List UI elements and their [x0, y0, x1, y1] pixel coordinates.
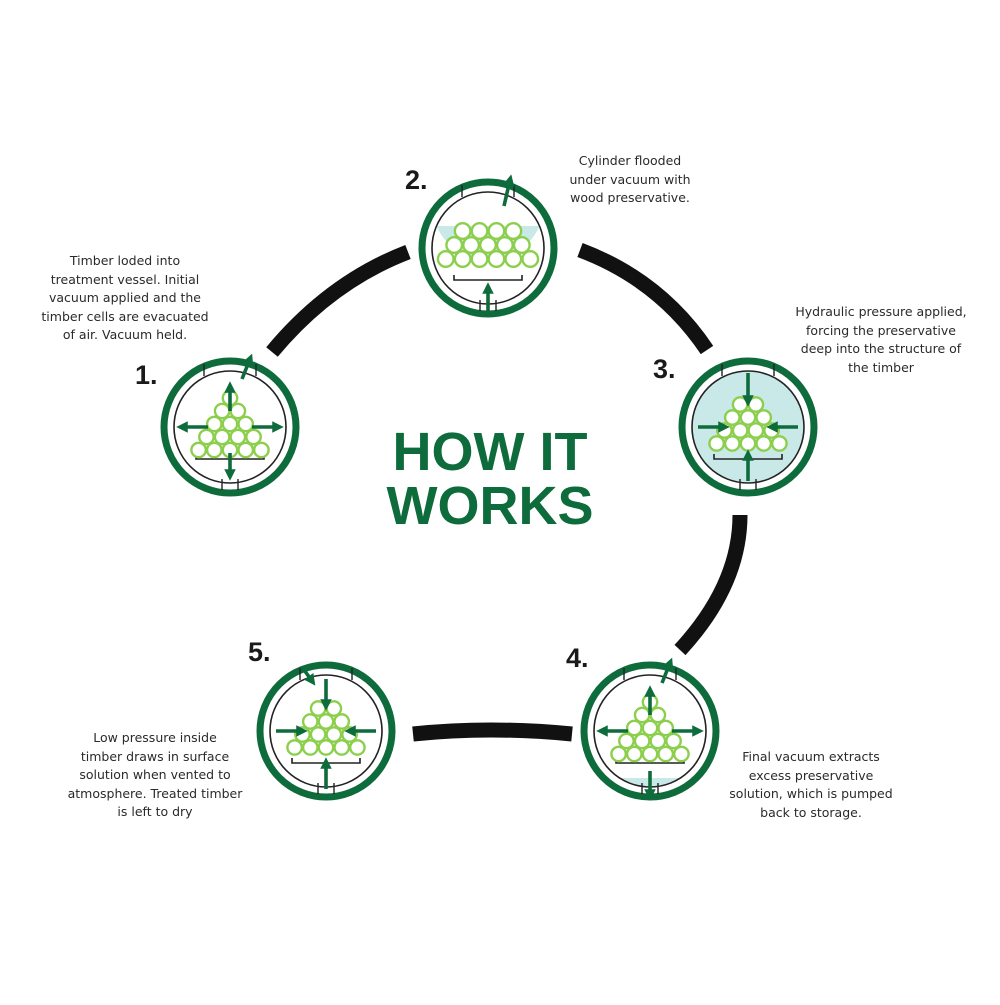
- step-1-description: Timber loded into treatment vessel. Init…: [41, 253, 209, 342]
- timber-trolley: [453, 275, 523, 281]
- timber-log-icon: [739, 435, 757, 452]
- step-4-description: Final vacuum extracts excess preservativ…: [729, 749, 893, 820]
- connector-3-to-4: [674, 514, 748, 656]
- vessel-ring: [256, 661, 396, 801]
- timber-log-icon: [487, 250, 506, 269]
- timber-log-icon: [479, 235, 498, 254]
- timber-log-icon: [504, 250, 523, 269]
- step-3-description: Hydraulic pressure applied, forcing the …: [795, 304, 967, 375]
- cycle-connectors: [266, 242, 748, 742]
- timber-log-icon: [301, 739, 319, 756]
- timber-log-icon: [333, 713, 351, 730]
- timber-log-icon: [708, 435, 725, 452]
- timber-log-icon: [771, 435, 788, 452]
- connector-1-to-2: [266, 245, 411, 357]
- timber-log-icon: [755, 409, 773, 426]
- timber-log-icon: [625, 745, 643, 763]
- timber-log-icon: [198, 428, 215, 446]
- flooded-cylinder-icon: [418, 174, 558, 318]
- timber-log-icon: [731, 422, 749, 439]
- timber-log-icon: [205, 441, 223, 459]
- timber-log-icon: [317, 739, 335, 756]
- timber-log-icon: [673, 745, 690, 763]
- timber-log-icon: [237, 441, 255, 459]
- timber-log-icon: [301, 713, 319, 730]
- arrow-icon: [240, 353, 254, 380]
- step-3-number: 3.: [653, 354, 676, 384]
- timber-log-icon: [495, 235, 514, 254]
- timber-log-icon: [755, 435, 773, 452]
- timber-log-icon: [453, 250, 472, 269]
- timber-log-icon: [221, 415, 239, 433]
- timber-log-icon: [252, 441, 270, 459]
- timber-log-icon: [237, 415, 255, 433]
- timber-log-icon: [213, 428, 231, 446]
- timber-log-icon: [205, 415, 223, 433]
- title-line-2: WORKS: [387, 476, 594, 536]
- timber-log-icon: [190, 441, 208, 459]
- timber-log-icon: [317, 713, 335, 730]
- timber-log-icon: [747, 396, 765, 413]
- connector-2-to-3: [577, 242, 714, 355]
- timber-log-icon: [436, 250, 455, 269]
- timber-log-icon: [657, 745, 675, 763]
- arrow-icon: [502, 174, 515, 207]
- step-2-description: Cylinder flooded under vacuum with wood …: [569, 153, 691, 205]
- timber-log-icon: [657, 719, 675, 737]
- timber-log-icon: [649, 706, 667, 724]
- step-4-number: 4.: [566, 643, 589, 673]
- timber-log-icon: [229, 428, 247, 446]
- timber-log-icon: [610, 745, 627, 763]
- timber-log-icon: [325, 700, 343, 717]
- arrow-icon: [660, 657, 674, 684]
- timber-log-icon: [641, 745, 659, 763]
- vessel-shell: [173, 370, 287, 484]
- timber-log-icon: [470, 250, 489, 269]
- timber-log-icon: [309, 726, 327, 743]
- timber-log-icon: [309, 700, 327, 717]
- step-2-number: 2.: [405, 165, 428, 195]
- timber-log-icon: [731, 396, 749, 413]
- vented-cylinder-icon: [256, 661, 396, 801]
- timber-log-icon: [504, 221, 523, 240]
- timber-log-icon: [462, 235, 481, 254]
- step-5-number: 5.: [248, 637, 271, 667]
- timber-log-icon: [286, 739, 303, 756]
- preservative-liquid: [692, 371, 804, 483]
- final-vacuum-cylinder-icon: [580, 657, 720, 801]
- timber-log-icon: [739, 409, 757, 426]
- timber-log-icon: [747, 422, 765, 439]
- timber-log-icon: [487, 221, 506, 240]
- timber-log-icon: [665, 732, 682, 750]
- timber-log-icon: [633, 706, 651, 724]
- timber-log-icon: [333, 739, 351, 756]
- timber-log-icon: [649, 732, 667, 750]
- timber-log-icon: [633, 732, 651, 750]
- connector-4-to-5: [412, 722, 573, 742]
- timber-log-icon: [625, 719, 643, 737]
- timber-log-icon: [723, 435, 741, 452]
- timber-log-icon: [348, 739, 366, 756]
- timber-log-icon: [723, 409, 741, 426]
- timber-log-icon: [229, 402, 247, 420]
- timber-log-icon: [512, 235, 531, 254]
- timber-log-icon: [453, 221, 472, 240]
- step-1-number: 1.: [135, 360, 158, 390]
- timber-log-icon: [245, 428, 262, 446]
- pressure-cylinder-icon: [678, 357, 818, 497]
- timber-log-icon: [618, 732, 635, 750]
- timber-log-icon: [641, 719, 659, 737]
- timber-log-icon: [325, 726, 343, 743]
- step-5-description: Low pressure inside timber draws in surf…: [67, 730, 243, 819]
- timber-log-icon: [470, 221, 489, 240]
- vacuum-cylinder-icon: [160, 353, 300, 497]
- title-line-1: HOW IT: [393, 422, 588, 482]
- arrow-icon: [300, 665, 316, 686]
- timber-log-icon: [213, 402, 231, 420]
- timber-log-icon: [521, 250, 540, 269]
- vessel-shell: [691, 370, 805, 484]
- timber-log-icon: [445, 235, 464, 254]
